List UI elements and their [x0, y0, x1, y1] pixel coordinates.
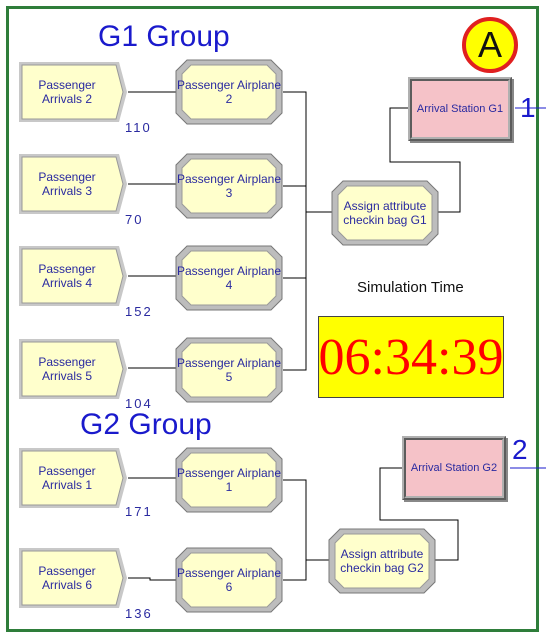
- group-title-g2: G2 Group: [80, 408, 212, 441]
- create-label: Passenger Arrivals 5: [38, 355, 96, 383]
- connector-air2-merge: [283, 91, 307, 371]
- model-frame: [6, 6, 539, 632]
- module-label: Assign attribute checkin bag G1: [343, 199, 427, 227]
- entity-count-arr3: 70: [125, 212, 144, 227]
- simulation-time-label: Simulation Time: [357, 279, 464, 296]
- create-label: Passenger Arrivals 1: [38, 464, 96, 492]
- create-label: Passenger Arrivals 3: [38, 170, 96, 198]
- process-module-air4[interactable]: Passenger Airplane 4: [175, 245, 283, 311]
- module-label: Passenger Airplane 1: [176, 466, 282, 494]
- create-module-arr1[interactable]: Passenger Arrivals 1: [17, 446, 129, 510]
- group-title-g1: G1 Group: [98, 20, 230, 53]
- create-module-arr5[interactable]: Passenger Arrivals 5: [17, 337, 129, 401]
- station-label: Arrival Station G2: [410, 462, 498, 474]
- station-number-1: 1: [520, 92, 536, 123]
- connector-assign2-st2: [379, 467, 459, 561]
- process-module-air6[interactable]: Passenger Airplane 6: [175, 547, 283, 613]
- create-module-arr2[interactable]: Passenger Arrivals 2: [17, 60, 129, 124]
- module-label: Passenger Airplane 2: [176, 78, 282, 106]
- module-label: Passenger Airplane 5: [176, 356, 282, 384]
- entity-count-arr6: 136: [125, 606, 153, 621]
- badge-a-icon: A: [462, 17, 518, 73]
- connector-assign1-st1: [389, 107, 461, 213]
- process-module-air2[interactable]: Passenger Airplane 2: [175, 59, 283, 125]
- process-module-air3[interactable]: Passenger Airplane 3: [175, 153, 283, 219]
- entity-count-arr4: 152: [125, 304, 153, 319]
- connector-air1-merge: [283, 479, 307, 581]
- station-arrival-g2[interactable]: Arrival Station G2: [402, 436, 506, 500]
- assign-module-asg1[interactable]: Assign attribute checkin bag G1: [331, 180, 439, 246]
- module-label: Passenger Airplane 3: [176, 172, 282, 200]
- create-module-arr6[interactable]: Passenger Arrivals 6: [17, 546, 129, 610]
- create-module-arr3[interactable]: Passenger Arrivals 3: [17, 152, 129, 216]
- station-number-2: 2: [512, 434, 528, 465]
- process-module-air1[interactable]: Passenger Airplane 1: [175, 447, 283, 513]
- create-label: Passenger Arrivals 2: [38, 78, 96, 106]
- entity-count-arr1: 171: [125, 504, 153, 519]
- assign-module-asg2[interactable]: Assign attribute checkin bag G2: [328, 528, 436, 594]
- create-label: Passenger Arrivals 4: [38, 262, 96, 290]
- entity-count-arr5: 104: [125, 396, 153, 411]
- connector-arr6-air6: [128, 577, 176, 581]
- simulation-clock: 06:34:39: [318, 316, 504, 398]
- create-module-arr4[interactable]: Passenger Arrivals 4: [17, 244, 129, 308]
- module-label: Passenger Airplane 6: [176, 566, 282, 594]
- station-label: Arrival Station G1: [416, 103, 504, 115]
- process-module-air5[interactable]: Passenger Airplane 5: [175, 337, 283, 403]
- station-arrival-g1[interactable]: Arrival Station G1: [408, 77, 512, 141]
- module-label: Assign attribute checkin bag G2: [340, 547, 424, 575]
- module-label: Passenger Airplane 4: [176, 264, 282, 292]
- entity-count-arr2: 110: [125, 120, 152, 135]
- create-label: Passenger Arrivals 6: [38, 564, 96, 592]
